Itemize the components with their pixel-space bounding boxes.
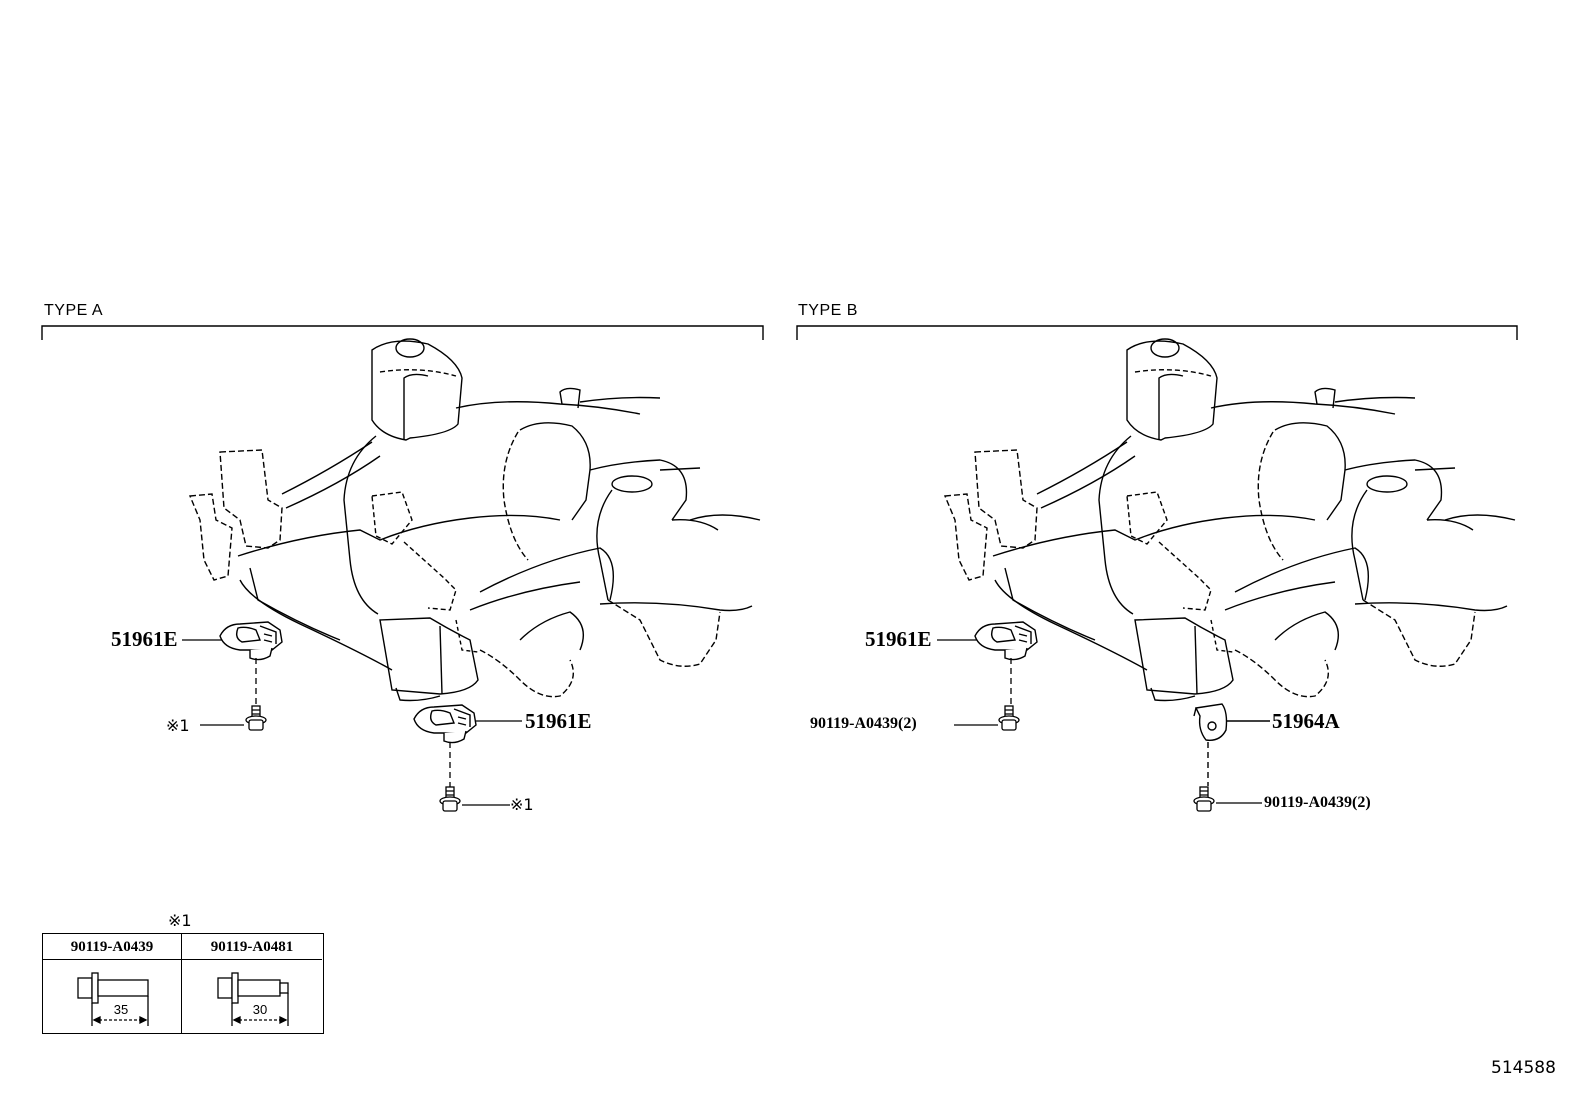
legend-length-1: 35 xyxy=(113,1002,129,1017)
type-b-bolt-1-part xyxy=(954,705,1020,731)
callout-a-bolt-1[interactable]: ※1 xyxy=(166,716,190,735)
type-a-bolt-1-part xyxy=(200,705,267,731)
legend-marker: ※1 xyxy=(168,911,192,930)
type-b-section-bracket xyxy=(796,325,1518,340)
diagram-number: 514588 xyxy=(1491,1058,1556,1078)
callout-b-bolt-2[interactable]: 90119-A0439(2) xyxy=(1264,794,1371,811)
callout-b-lower-bracket[interactable]: 51964A xyxy=(1272,709,1340,733)
legend-part-number-1[interactable]: 90119-A0439 xyxy=(43,934,181,960)
callout-a-bolt-2[interactable]: ※1 xyxy=(510,795,534,814)
bolt-legend-table: 90119-A0439 35 90119-A0481 30 xyxy=(42,933,324,1034)
legend-bolt-30-drawing xyxy=(217,972,289,1026)
legend-length-2: 30 xyxy=(252,1002,268,1017)
type-a-lower-bracket-part xyxy=(413,704,522,788)
type-a-section-bracket xyxy=(41,325,764,340)
legend-column-2: 90119-A0481 30 xyxy=(182,934,322,1033)
type-b-upper-bracket-part xyxy=(937,621,1038,708)
callout-b-bolt-1[interactable]: 90119-A0439(2) xyxy=(810,715,917,732)
legend-part-number-2[interactable]: 90119-A0481 xyxy=(182,934,322,960)
callout-b-upper-bracket[interactable]: 51961E xyxy=(865,627,932,651)
callout-a-upper-bracket[interactable]: 51961E xyxy=(111,627,178,651)
legend-bolt-35-drawing xyxy=(77,972,149,1026)
callout-a-lower-bracket[interactable]: 51961E xyxy=(525,709,592,733)
type-b-lower-bracket-part xyxy=(1193,703,1270,786)
type-b-label: TYPE B xyxy=(798,302,858,319)
type-b-bolt-2-part xyxy=(1193,786,1262,812)
type-a-label: TYPE A xyxy=(44,302,104,319)
type-a-bolt-2-part xyxy=(439,786,510,812)
type-a-upper-bracket-part xyxy=(182,621,283,708)
legend-column-1: 90119-A0439 35 xyxy=(43,934,182,1033)
